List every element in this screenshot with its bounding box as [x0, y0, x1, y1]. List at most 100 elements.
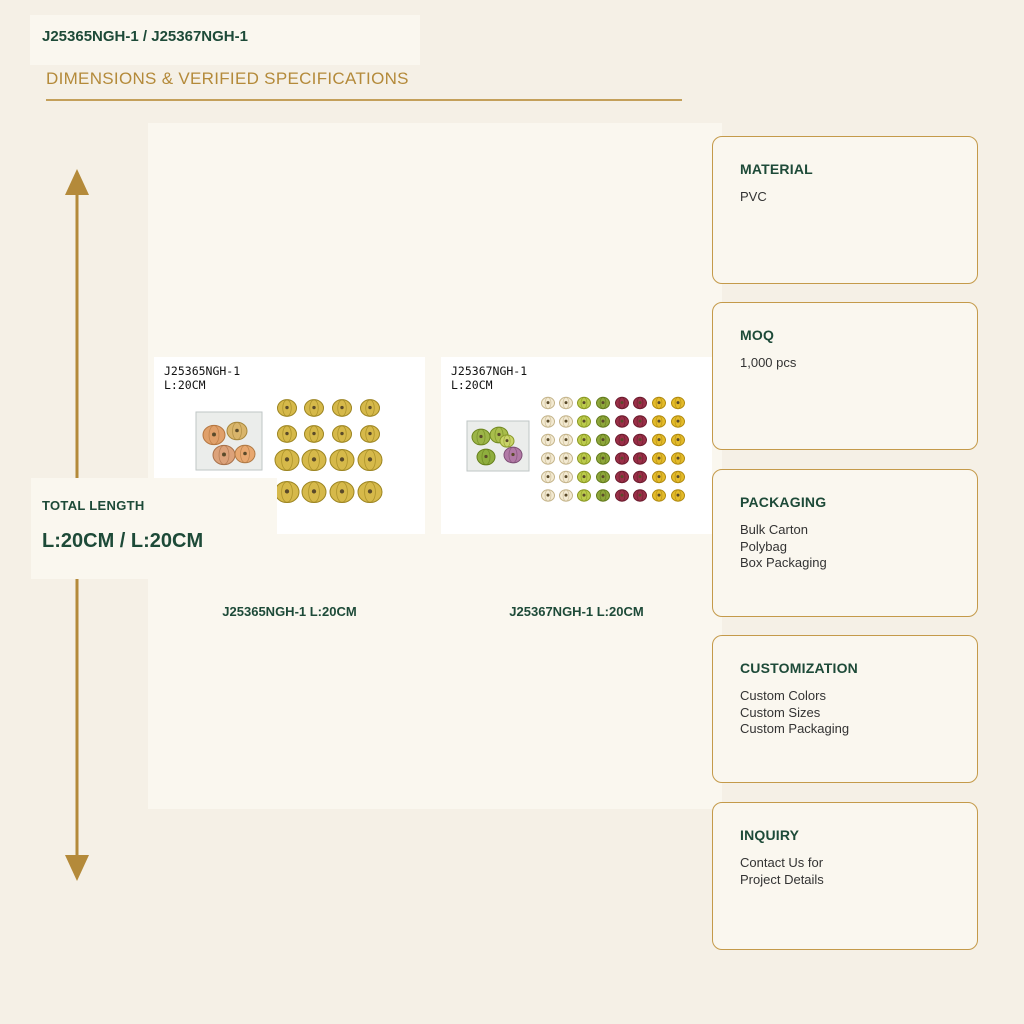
product-card-j25365[interactable]: J25365NGH-1 L:20CM [154, 357, 425, 534]
total-length-box: TOTAL LENGTH L:20CM / L:20CM [31, 478, 277, 579]
pumpkin-stem [620, 438, 624, 442]
pumpkin-stem [582, 438, 586, 442]
product-length-label: L:20CM [451, 378, 493, 392]
pumpkin-rib [674, 434, 682, 446]
product-caption: J25367NGH-1 L:20CM [509, 604, 644, 619]
pumpkin-rib [636, 471, 644, 483]
pumpkin-rib [364, 481, 376, 503]
pumpkin-rib [508, 446, 518, 464]
pumpkin-rib [481, 448, 491, 466]
pumpkin-rib [562, 452, 570, 465]
pumpkin-stem [620, 456, 624, 460]
pumpkin-stem [243, 451, 247, 456]
pumpkin-stem [638, 475, 642, 479]
pumpkin-stem [582, 475, 586, 479]
product-code-label: J25367NGH-1 [451, 364, 528, 378]
pumpkin-stem [676, 401, 680, 405]
header-box: J25365NGH-1 / J25367NGH-1 [30, 15, 420, 65]
pumpkin-stem [657, 419, 661, 423]
pumpkin-rib [365, 399, 375, 417]
pumpkin-rib [336, 481, 348, 503]
spec-card-material: MATERIAL PVC [712, 136, 978, 284]
pumpkin-stem [212, 432, 216, 437]
pumpkin-rib [309, 399, 319, 417]
spec-line: Custom Colors [740, 688, 826, 703]
pumpkin-stem [546, 456, 550, 460]
pumpkin-stem [601, 493, 605, 497]
pumpkin-stem [284, 457, 290, 462]
pumpkin-rib [544, 471, 552, 483]
product-card-j25367[interactable]: J25367NGH-1 L:20CM [441, 357, 712, 534]
pumpkin-stem [564, 456, 568, 460]
pumpkin-stem [546, 438, 550, 442]
pumpkin-stem [564, 401, 568, 405]
pumpkin-rib [618, 471, 626, 483]
pumpkin-rib [562, 434, 570, 446]
pumpkin-stem [368, 431, 372, 436]
spec-line: Custom Packaging [740, 721, 850, 736]
pumpkin-rib [618, 489, 626, 502]
pumpkin-rib [562, 489, 570, 502]
pumpkin-stem [601, 419, 605, 423]
pumpkin-rib [618, 434, 626, 446]
pumpkin-stem [505, 439, 509, 443]
pumpkin-rib [655, 415, 663, 428]
page-subtitle: DIMENSIONS & VERIFIED SPECIFICATIONS [46, 69, 409, 88]
pumpkin-stem [546, 493, 550, 497]
pumpkin-stem [497, 432, 501, 437]
pumpkin-stem [638, 493, 642, 497]
pumpkin-rib [281, 481, 293, 503]
pumpkin-rib [282, 399, 292, 417]
pumpkin-rib [580, 397, 588, 409]
product-code-label: J25365NGH-1 [164, 364, 241, 378]
pumpkin-rib [309, 425, 319, 443]
pumpkin-rib [674, 397, 682, 409]
subtitle-divider [46, 99, 682, 101]
pumpkin-rib [599, 397, 607, 409]
pumpkin-rib [308, 449, 320, 471]
pumpkin-stem [620, 475, 624, 479]
pumpkin-rib [580, 471, 588, 483]
product-photo-j25367 [466, 396, 685, 502]
pumpkin-rib [503, 434, 511, 448]
spec-line: Project Details [740, 871, 824, 887]
pumpkin-rib [636, 489, 644, 502]
pumpkin-rib [281, 449, 293, 471]
page-title: J25365NGH-1 / J25367NGH-1 [42, 28, 248, 45]
pumpkin-stem [638, 419, 642, 423]
pumpkin-stem [638, 456, 642, 460]
pumpkin-rib [599, 415, 607, 428]
pumpkin-stem [676, 493, 680, 497]
pumpkin-rib [655, 397, 663, 409]
pumpkin-rib [636, 397, 644, 409]
pumpkin-stem [582, 493, 586, 497]
spec-title: MATERIAL [740, 161, 813, 177]
spec-line: Contact Us for [740, 855, 824, 870]
pumpkin-rib [282, 425, 292, 443]
pumpkin-rib [208, 425, 220, 445]
pumpkin-stem [564, 438, 568, 442]
spec-line: Bulk Carton [740, 522, 808, 537]
spec-line: PVC [740, 189, 767, 204]
pumpkin-rib [618, 397, 626, 409]
pumpkin-rib [599, 434, 607, 446]
pumpkin-rib [655, 489, 663, 502]
spec-lines: Bulk Carton Polybag Box Packaging [740, 522, 827, 572]
pumpkin-stem [479, 434, 483, 439]
pumpkin-rib [337, 425, 347, 443]
pumpkin-stem [564, 493, 568, 497]
pumpkin-stem [638, 401, 642, 405]
pumpkin-stem [657, 456, 661, 460]
product-length-label: L:20CM [164, 378, 206, 392]
spec-card-inquiry[interactable]: INQUIRY Contact Us for Project Details [712, 802, 978, 950]
pumpkin-rib [580, 434, 588, 446]
pumpkin-stem [367, 457, 373, 462]
pumpkin-rib [655, 434, 663, 446]
pumpkin-rib [674, 452, 682, 465]
pumpkin-rib [580, 452, 588, 465]
pumpkin-rib [336, 449, 348, 471]
pumpkin-stem [285, 431, 289, 436]
pumpkin-rib [618, 452, 626, 465]
pumpkin-rib [580, 489, 588, 502]
pumpkin-rib [337, 399, 347, 417]
